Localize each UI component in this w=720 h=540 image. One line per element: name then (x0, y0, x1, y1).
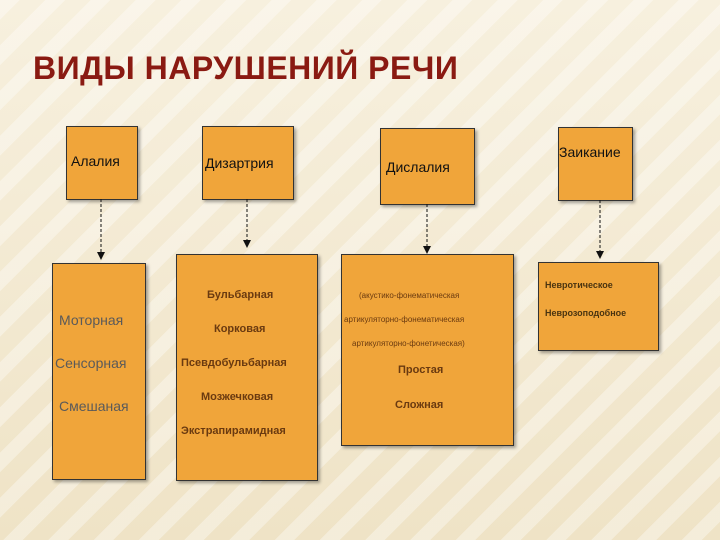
dysarthria-label: Дизартрия (205, 155, 274, 171)
dyslalia-label: Дислалия (386, 159, 450, 175)
dyslalia-box: Дислалия (380, 128, 475, 205)
dyslalia-articulatory-phonemic: артикуляторно-фонематическая (344, 315, 465, 324)
alalia-mixed: Смешаная (59, 398, 129, 414)
alalia-subtypes-box: Моторная Сенсорная Смешаная (52, 263, 146, 480)
alalia-motor: Моторная (59, 312, 124, 328)
dysarthria-pseudobulbar: Псевдобульбарная (181, 357, 287, 369)
dyslalia-complex: Сложная (395, 399, 444, 411)
stuttering-label: Заикание (559, 144, 621, 160)
dysarthria-cortical: Корковая (214, 323, 266, 335)
alalia-label: Алалия (71, 153, 120, 169)
dysarthria-box: Дизартрия (202, 126, 294, 200)
stuttering-neurosis-like: Неврозоподобное (545, 308, 627, 318)
dysarthria-bulbar: Бульбарная (207, 289, 274, 301)
stuttering-box: Заикание (558, 127, 633, 201)
page-title: ВИДЫ НАРУШЕНИЙ РЕЧИ (33, 50, 459, 86)
alalia-sensory: Сенсорная (55, 355, 127, 371)
stuttering-neurotic: Невротическое (545, 280, 613, 290)
dyslalia-acoustic-phonemic: (акустико-фонематическая (359, 291, 460, 300)
dyslalia-simple: Простая (398, 364, 444, 376)
dysarthria-extrapyramidal: Экстрапирамидная (181, 425, 286, 437)
dyslalia-articulatory-phonetic: артикуляторно-фонетическая) (352, 339, 465, 348)
alalia-box: Алалия (66, 126, 138, 200)
stuttering-subtypes-box: Невротическое Неврозоподобное (538, 262, 659, 351)
dysarthria-cerebellar: Мозжечковая (201, 391, 274, 403)
dysarthria-subtypes-box: Бульбарная Корковая Псевдобульбарная Моз… (176, 254, 318, 481)
dyslalia-subtypes-box: (акустико-фонематическая артикуляторно-ф… (341, 254, 514, 446)
